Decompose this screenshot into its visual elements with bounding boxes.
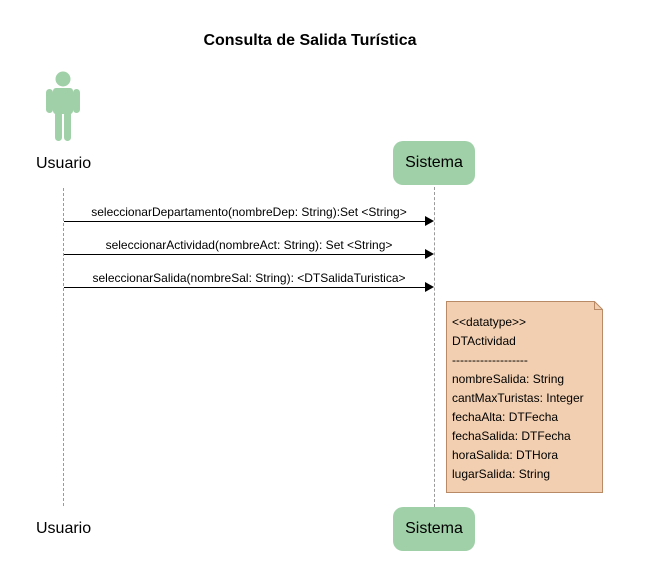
actor-figure-icon (46, 71, 80, 141)
message-label: seleccionarDepartamento(nombreDep: Strin… (91, 205, 407, 219)
note-line: lugarSalida: String (452, 467, 551, 481)
note-line: DTActividad (452, 334, 516, 348)
message-label: seleccionarActividad(nombreAct: String):… (105, 238, 393, 252)
note-shape (446, 301, 603, 493)
message-arrow (64, 254, 426, 255)
actor-label-top: Usuario (36, 155, 92, 172)
participant-box-top[interactable]: Sistema (393, 141, 475, 185)
message-arrow (64, 221, 426, 222)
diagram-title: Consulta de Salida Turística (203, 32, 417, 49)
participant-lifeline (434, 187, 435, 507)
note-line: nombreSalida: String (452, 372, 565, 386)
actor-label-bottom: Usuario (36, 520, 92, 537)
note-line: <<datatype>> (452, 315, 527, 329)
datatype-note: <<datatype>> DTActividad -----------------… (446, 301, 603, 493)
note-line: fechaAlta: DTFecha (452, 410, 559, 424)
note-line: horaSalida: DTHora (452, 448, 559, 462)
note-line: cantMaxTuristas: Integer (452, 391, 584, 405)
message-arrow (64, 287, 426, 288)
note-line: fechaSalida: DTFecha (452, 429, 571, 443)
actor-lifeline (63, 188, 64, 506)
note-text: <<datatype>> DTActividad -----------------… (452, 313, 584, 484)
arrow-head-icon (425, 216, 434, 226)
arrow-head-icon (425, 249, 434, 259)
message-label: seleccionarSalida(nombreSal: String): <D… (92, 271, 406, 285)
note-line: ------------------- (452, 353, 528, 367)
participant-box-bottom[interactable]: Sistema (393, 507, 475, 551)
arrow-head-icon (425, 282, 434, 292)
